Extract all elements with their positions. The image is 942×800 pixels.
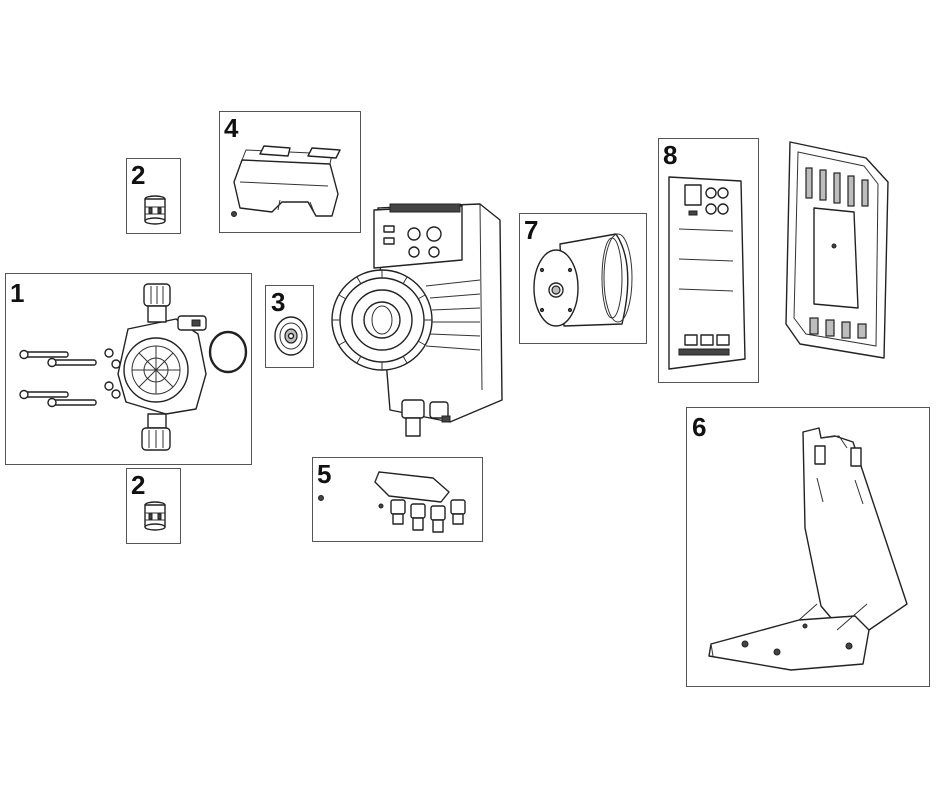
connector-block-icon <box>318 471 466 533</box>
motor-icon <box>533 233 633 327</box>
cover-icon <box>231 145 341 217</box>
valve-cartridge-icon <box>144 501 166 531</box>
part-8-label: 8 <box>663 140 678 170</box>
pump-head-drawing <box>19 283 248 451</box>
connector-block-drawing <box>318 471 466 533</box>
valve-cartridge-icon <box>144 195 166 225</box>
part-3-box: 3 <box>265 285 314 368</box>
pump-body-icon <box>331 203 503 437</box>
valve-cartridge-drawing <box>144 195 166 225</box>
motor-drawing <box>533 233 633 327</box>
part-7-label: 7 <box>524 215 539 245</box>
part-6-box: 6 <box>686 407 930 687</box>
bolt-icon <box>19 349 97 408</box>
valve-cartridge-drawing <box>144 501 166 531</box>
part-2-top-label: 2 <box>131 160 146 190</box>
washer-icon <box>104 348 121 399</box>
cover-drawing <box>231 145 341 217</box>
part-2-bottom-box: 2 <box>126 468 181 544</box>
part-1-label: 1 <box>10 278 25 308</box>
back-plate-icon <box>785 141 889 359</box>
mounting-bracket-icon <box>708 427 908 671</box>
diaphragm-icon <box>274 316 308 356</box>
part-4-box: 4 <box>219 111 361 233</box>
circuit-board-icon <box>668 176 746 370</box>
part-7-box: 7 <box>519 213 647 344</box>
part-1-box: 1 <box>5 273 252 465</box>
circuit-board-drawing <box>668 176 746 370</box>
part-4-label: 4 <box>224 113 239 143</box>
part-8-box: 8 <box>658 138 759 383</box>
part-6-label: 6 <box>692 412 707 442</box>
back-plate-drawing <box>785 141 889 359</box>
part-5-label: 5 <box>317 459 332 489</box>
mounting-bracket-drawing <box>708 427 908 671</box>
o-ring-icon <box>208 330 248 374</box>
part-5-box: 5 <box>312 457 483 542</box>
part-2-bottom-label: 2 <box>131 470 146 500</box>
pump-head-icon <box>117 283 207 451</box>
diaphragm-drawing <box>274 316 308 356</box>
part-3-label: 3 <box>271 287 286 317</box>
part-2-top-box: 2 <box>126 158 181 234</box>
pump-body-drawing <box>331 203 503 437</box>
